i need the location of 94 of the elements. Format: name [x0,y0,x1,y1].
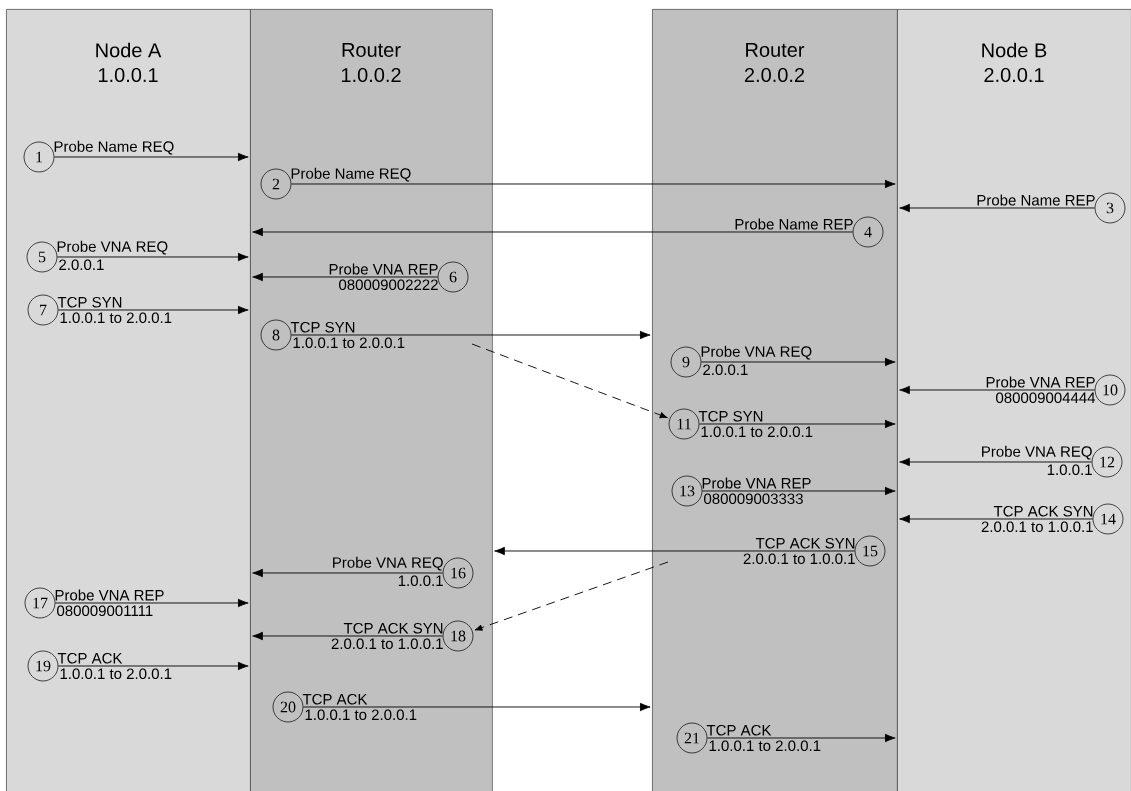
step-number: 13 [671,475,703,507]
step-number: 9 [670,346,702,378]
step-number: 11 [668,408,700,440]
lane [250,9,493,791]
arrow [53,152,249,162]
arrow [252,568,444,578]
step-number: 17 [24,587,56,619]
message-parameter: 2.0.0.1 to 1.0.0.1 [331,638,443,650]
step-number: 6 [437,261,469,293]
edge-label: TCP ACK [57,652,123,664]
step-number: 10 [1094,374,1126,406]
edge-label: Probe VNA REQ [701,345,812,360]
message-parameter: 2.0.0.1 to 1.0.0.1 [981,521,1093,533]
lane [652,9,898,791]
message-parameter: 080009004444 [996,392,1096,404]
arrow [899,203,1096,213]
arrow [899,385,1096,395]
arrow [54,598,249,608]
message-parameter: 1.0.0.1 to 2.0.0.1 [60,668,172,680]
step-number: 14 [1092,503,1124,535]
edge-label: TCP SYN [698,410,763,422]
step-number: 19 [27,650,59,682]
step-number: 8 [260,319,292,351]
edge-label: TCP ACK [706,724,772,736]
edge-label: Probe VNA REP [986,376,1095,388]
arrow [252,227,854,237]
arrow [290,179,896,189]
message-parameter: 080009003333 [704,493,803,505]
arrow [56,252,249,262]
arrow [701,486,896,496]
step-number: 21 [676,722,708,754]
step-number: 1 [23,141,55,173]
lane-address: 1.0.0.1 [98,67,158,83]
edge-label: Probe VNA REQ [57,240,168,255]
edge-label: Probe Name REQ [54,140,174,155]
lane-address: 2.0.0.2 [744,67,805,83]
step-number: 4 [852,216,884,248]
edge-label: TCP ACK SYN [755,537,855,549]
arrow [57,661,249,671]
message-parameter: 2.0.0.1 to 1.0.0.1 [743,553,855,565]
edge-label: Probe VNA REQ [333,556,443,571]
message-parameter: 2.0.0.1 [703,364,748,376]
step-number: 12 [1091,446,1123,478]
message-parameter: 080009002222 [339,279,438,291]
step-number: 20 [272,691,304,723]
edge-label: Probe VNA REP [55,589,164,601]
lane-address: 1.0.0.2 [341,67,401,83]
message-parameter: 2.0.0.1 [59,259,104,271]
message-parameter: 080009001111 [57,605,153,617]
dashed-arrow [474,561,669,631]
arrow [252,272,439,282]
lane-title: Router [342,43,401,57]
step-number: 7 [27,294,59,326]
message-parameter: 1.0.0.1 to 2.0.0.1 [709,740,821,752]
lane-title: Node A [96,42,162,58]
lane-title: Router [746,43,805,57]
step-number: 15 [854,535,886,567]
arrow [899,514,1094,524]
lane [897,9,1131,791]
step-number: 16 [442,557,474,589]
edge-label: Probe VNA REP [329,263,438,275]
edge-label: TCP ACK SYN [993,505,1093,517]
message-parameter: 1.0.0.1 to 2.0.0.1 [293,337,405,349]
arrow [698,419,896,429]
message-parameter: 1.0.0.1 [398,575,443,587]
step-number: 18 [442,620,474,652]
message-parameter: 1.0.0.1 to 2.0.0.1 [305,709,417,721]
edge-label: Probe VNA REP [702,477,811,489]
message-parameter: 1.0.0.1 to 2.0.0.1 [60,312,172,324]
edge-label: Probe VNA REQ [982,445,1092,460]
edge-label: Probe Name REP [977,194,1095,206]
message-parameter: 1.0.0.1 to 2.0.0.1 [701,426,813,438]
edge-label: Probe Name REQ [291,167,411,182]
message-parameter: 1.0.0.1 [1047,464,1092,476]
arrow [706,733,896,743]
lane-address: 2.0.0.1 [984,67,1044,83]
arrow [302,702,651,712]
lane [6,9,251,791]
arrow [290,330,651,340]
edge-label: TCP SYN [290,321,355,333]
dashed-arrow [471,343,668,419]
arrow [494,546,856,556]
lane-title: Node B [982,42,1047,58]
arrow [252,631,444,641]
edge-label: Probe Name REP [735,218,853,230]
step-number: 3 [1094,192,1126,224]
edge-label: TCP ACK SYN [343,622,443,634]
edge-label: TCP SYN [57,296,122,308]
arrow [57,305,249,315]
edge-label: TCP ACK [302,693,368,705]
arrow [700,357,896,367]
step-number: 2 [260,168,292,200]
step-number: 5 [26,241,58,273]
arrow [899,457,1093,467]
